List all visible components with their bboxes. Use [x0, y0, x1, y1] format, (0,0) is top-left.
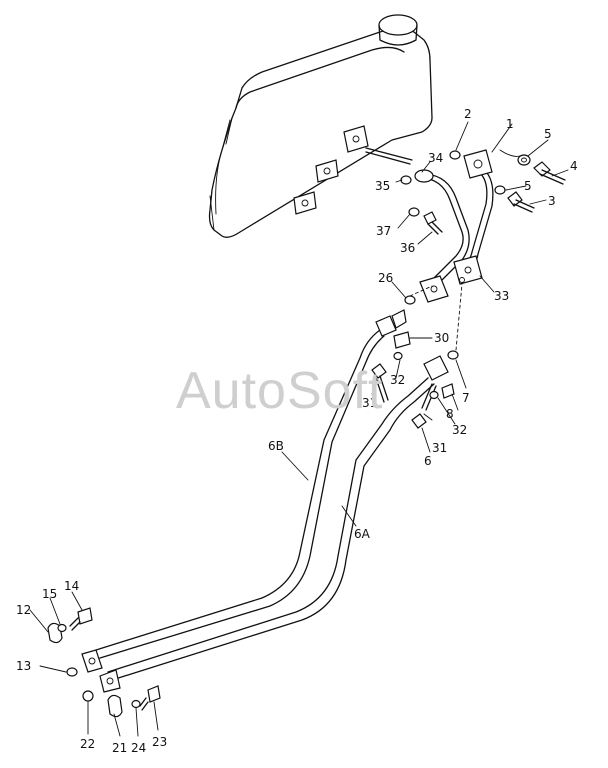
label-33: 33	[494, 289, 509, 303]
upper-pipe-assembly	[414, 149, 521, 303]
label-14: 14	[64, 579, 79, 593]
label-1: 1	[506, 117, 514, 131]
lower-hardware	[47, 607, 161, 718]
long-pipes	[81, 309, 449, 693]
label-5a: 5	[544, 127, 552, 141]
tank	[208, 14, 433, 238]
label-12: 12	[16, 603, 31, 617]
label-7: 7	[462, 391, 470, 405]
label-31a: 31	[362, 396, 377, 410]
label-37: 37	[376, 224, 391, 238]
label-32b: 32	[452, 423, 467, 437]
label-24: 24	[131, 741, 146, 755]
label-13: 13	[16, 659, 31, 673]
label-35: 35	[375, 179, 390, 193]
label-4: 4	[570, 159, 578, 173]
part-labels: 1 2 5 4 34 35 5 3 37 36 26 33 30 32 7 31…	[16, 107, 578, 755]
watermark: AutoSoft	[176, 362, 383, 420]
label-6a: 6A	[354, 527, 371, 541]
label-21: 21	[112, 741, 127, 755]
label-6b: 6B	[268, 439, 284, 453]
o-ring-2	[449, 150, 461, 160]
label-30: 30	[434, 331, 449, 345]
middle-hardware	[371, 331, 455, 429]
label-5b: 5	[524, 179, 532, 193]
label-23: 23	[152, 735, 167, 749]
label-32a: 32	[390, 373, 405, 387]
label-22: 22	[80, 737, 95, 751]
label-36: 36	[400, 241, 415, 255]
label-6: 6	[424, 454, 432, 468]
label-2: 2	[464, 107, 472, 121]
label-15: 15	[42, 587, 57, 601]
label-34: 34	[428, 151, 443, 165]
label-31b: 31	[432, 441, 447, 455]
leader-lines	[29, 121, 569, 737]
upper-hardware	[400, 150, 566, 360]
label-8: 8	[446, 407, 454, 421]
label-3: 3	[548, 194, 556, 208]
label-26: 26	[378, 271, 393, 285]
